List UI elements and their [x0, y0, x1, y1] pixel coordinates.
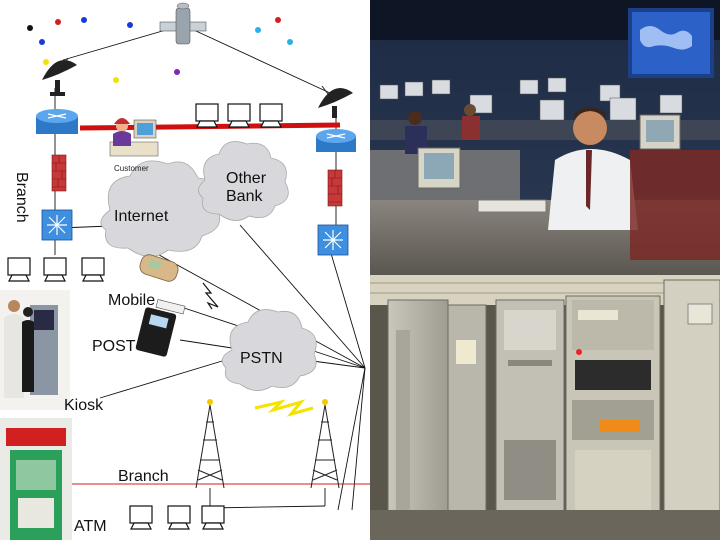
- customer-icon: [109, 118, 159, 157]
- satellite-icon: [159, 2, 207, 45]
- atm-photo: [0, 418, 72, 540]
- radio-tower-icon: [195, 399, 225, 489]
- mobile-phone-icon: [139, 254, 179, 282]
- wireless-lightning: [202, 282, 314, 417]
- router-icon: [36, 109, 78, 134]
- pstn-label: PSTN: [240, 350, 283, 367]
- firewall-icon: [327, 169, 343, 207]
- router-icon: [316, 129, 356, 152]
- other-bank-label: Other Bank: [226, 170, 267, 205]
- kiosk-label: Kiosk: [64, 397, 104, 414]
- customer-label: Customer: [114, 164, 149, 173]
- pstn-cloud: [221, 309, 317, 391]
- branch-side-label: Branch: [13, 172, 30, 223]
- radio-tower-icon: [310, 399, 340, 489]
- switch-icon: [317, 224, 349, 256]
- internet-cloud: [100, 160, 221, 257]
- bottom-branch-computers: [129, 505, 225, 530]
- satellite-dish-icon: [42, 57, 77, 96]
- mobile-label: Mobile: [108, 292, 156, 309]
- backbone-computers: [195, 103, 283, 128]
- control-room-photo: [370, 0, 720, 275]
- other-bank-cloud: [198, 141, 289, 221]
- satellite-dish-icon: [318, 85, 353, 118]
- pos-terminal-icon: [135, 299, 186, 357]
- kiosk-photo: [0, 290, 70, 410]
- internet-label: Internet: [114, 208, 169, 225]
- switch-icon: [41, 209, 73, 241]
- post-label: POST: [92, 338, 136, 355]
- firewall-icon: [51, 154, 67, 192]
- decorative-dots: [27, 17, 293, 83]
- bottom-branch-label: Branch: [118, 468, 169, 485]
- branch-computers: [7, 257, 105, 282]
- server-room-photo: [370, 275, 720, 540]
- atm-label: ATM: [74, 518, 107, 535]
